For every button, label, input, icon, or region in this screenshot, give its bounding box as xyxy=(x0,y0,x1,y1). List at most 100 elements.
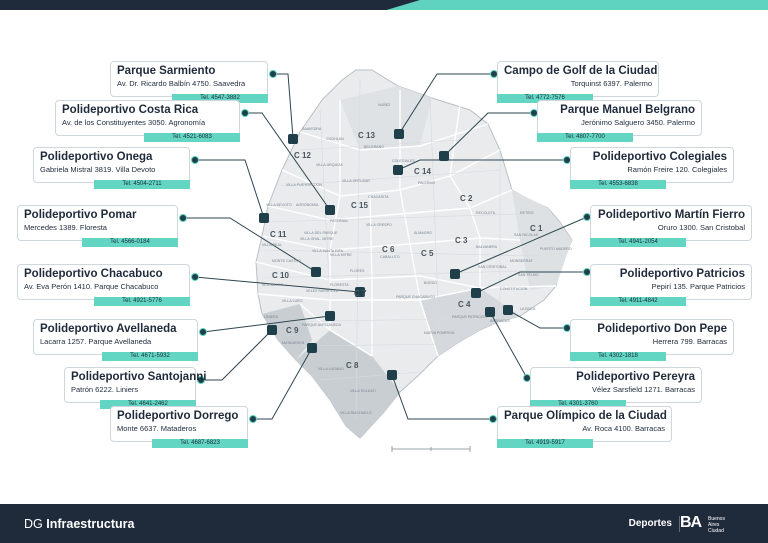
venue-card-patricios[interactable]: Polideportivo Patricios Pepirí 135. Parq… xyxy=(590,264,752,306)
neighborhood-label: NUEVA POMPEYA xyxy=(424,331,455,335)
venue-card-parque-olimpico[interactable]: Parque Olímpico de la Ciudad Av. Roca 41… xyxy=(497,406,672,448)
venue-name: Campo de Golf de la Ciudad xyxy=(504,65,658,77)
footer-bar: DG Infraestructura Deportes BA Buenos Ai… xyxy=(0,504,768,543)
neighborhood-label: ALMAGRO xyxy=(414,231,432,235)
commune-label: C 1 xyxy=(530,224,543,233)
venue-phone: Tel. 4553-6838 xyxy=(570,180,666,189)
neighborhood-label: NUÑEZ xyxy=(378,102,391,107)
venue-address: Ramón Freire 120. Colegiales xyxy=(627,165,727,174)
venue-card-pomar[interactable]: Polideportivo Pomar Mercedes 1389. Flore… xyxy=(17,205,178,247)
venue-card-campo-golf[interactable]: Campo de Golf de la Ciudad Torquinst 639… xyxy=(497,61,659,103)
venue-name: Polideportivo Pomar xyxy=(24,209,137,221)
footer-section-label: Deportes xyxy=(628,518,672,529)
venue-phone: Tel. 4772-7576 xyxy=(497,94,593,103)
venue-address: Vélez Sarsfield 1271. Barracas xyxy=(592,385,695,394)
venue-name: Polideportivo Colegiales xyxy=(592,151,727,163)
neighborhood-label: PARQUE PATRICIOS xyxy=(452,315,487,319)
neighborhood-label: RETIRO xyxy=(520,211,534,215)
ba-logo-text: Buenos Aires Ciudad xyxy=(708,516,725,534)
connector-dot xyxy=(241,109,249,117)
commune-label: C 9 xyxy=(286,326,299,335)
venue-name: Polideportivo Costa Rica xyxy=(62,104,199,116)
commune-c1-shade xyxy=(512,190,572,290)
venue-address: Av. de los Constituyentes 3050. Agronomí… xyxy=(62,118,206,127)
commune-label: C 8 xyxy=(346,361,359,370)
neighborhood-label: PUERTO MADERO xyxy=(540,247,572,251)
commune-label: C 7 xyxy=(354,289,367,298)
neighborhood-label: VILLA MITRE xyxy=(330,253,352,257)
venue-card-pereyra[interactable]: Polideportivo Pereyra Vélez Sarsfield 12… xyxy=(530,367,702,409)
marker-pomar xyxy=(311,267,321,277)
neighborhood-label: VILLA SANTA RITA xyxy=(312,249,344,253)
marker-colegiales xyxy=(393,165,403,175)
venue-address: Jerónimo Salguero 3450. Palermo xyxy=(581,118,695,127)
connector-dot xyxy=(197,376,205,384)
venue-address: Oruro 1300. San Cristobal xyxy=(657,223,745,232)
venue-card-don-pepe[interactable]: Polideportivo Don Pepe Herrera 799. Barr… xyxy=(570,319,734,361)
venue-card-martin-fierro[interactable]: Polideportivo Martín Fierro Oruro 1300. … xyxy=(590,205,752,247)
venue-name: Polideportivo Chacabuco xyxy=(24,268,163,280)
commune-c8-shade xyxy=(296,330,400,438)
neighborhood-label: MATADEROS xyxy=(282,341,305,345)
venue-phone: Tel. 4921-5776 xyxy=(94,297,190,306)
neighborhood-label: VILLA LUGANO xyxy=(318,367,344,371)
neighborhood-label: COGHLAN xyxy=(326,137,344,141)
scale-bar xyxy=(391,446,471,452)
marker-martin-fierro xyxy=(450,269,460,279)
venue-phone: Tel. 4911-4842 xyxy=(590,297,686,306)
neighborhood-label: BOEDO xyxy=(424,281,437,285)
neighborhood-label: VILLA CRESPO xyxy=(366,223,392,227)
marker-costa-rica xyxy=(325,205,335,215)
venue-address: Torquinst 6397. Palermo xyxy=(570,79,652,88)
venue-card-parque-sarmiento[interactable]: Parque Sarmiento Av. Dr. Ricardo Balbín … xyxy=(110,61,268,103)
neighborhood-label: PARQUE CHACABUCO xyxy=(396,295,435,299)
venue-card-dorrego[interactable]: Polideportivo Dorrego Monte 6637. Matade… xyxy=(110,406,248,448)
connector-dot xyxy=(179,214,187,222)
neighborhood-label: VILLA RIACHUELO xyxy=(340,411,372,415)
neighborhood-label: VILLA PUEYRREDON xyxy=(286,183,322,187)
marker-dorrego xyxy=(307,343,317,353)
venue-card-onega[interactable]: Polideportivo Onega Gabriela Mistral 381… xyxy=(33,147,190,189)
venue-phone: Tel. 4301-3760 xyxy=(530,400,626,409)
marker-chacabuco xyxy=(355,287,365,297)
neighborhood-label: RECOLETA xyxy=(476,211,496,215)
neighborhood-label: VILLA LURO xyxy=(282,299,303,303)
venue-phone: Tel. 4807-7700 xyxy=(537,133,633,142)
ba-logo-line: Ciudad xyxy=(708,528,724,534)
commune-label: C 11 xyxy=(270,230,287,239)
venue-name: Polideportivo Patricios xyxy=(619,268,745,280)
connector-lines xyxy=(183,73,588,420)
venue-card-colegiales[interactable]: Polideportivo Colegiales Ramón Freire 12… xyxy=(570,147,734,189)
venue-phone: Tel. 4504-2711 xyxy=(94,180,190,189)
marker-don-pepe xyxy=(503,305,513,315)
venue-address: Pepirí 135. Parque Patricios xyxy=(651,282,745,291)
marker-patricios xyxy=(471,288,481,298)
venue-card-parque-belgrano[interactable]: Parque Manuel Belgrano Jerónimo Salguero… xyxy=(537,100,702,142)
neighborhood-label: SAAVEDRA xyxy=(302,127,322,131)
neighborhood-label: VILLA REAL xyxy=(262,243,282,247)
venue-name: Polideportivo Dorrego xyxy=(117,410,239,422)
commune-label: C 6 xyxy=(382,245,395,254)
commune-label: C 2 xyxy=(460,194,473,203)
venue-card-costa-rica[interactable]: Polideportivo Costa Rica Av. de los Cons… xyxy=(55,100,240,142)
neighborhood-label: FLORESTA xyxy=(330,283,349,287)
commune-label: C 13 xyxy=(358,131,375,140)
neighborhood-label: MONTE CASTRO xyxy=(272,259,301,263)
neighborhood-label: BELGRANO xyxy=(364,145,384,149)
connector-dot xyxy=(191,273,199,281)
venue-address: Patrón 6222. Liniers xyxy=(71,385,139,394)
venue-card-santojanni[interactable]: Polideportivo Santojanni Patrón 6222. Li… xyxy=(64,367,207,409)
commune-c4-shade xyxy=(420,288,520,356)
neighborhood-label: SAN TELMO xyxy=(518,273,539,277)
venue-card-chacabuco[interactable]: Polideportivo Chacabuco Av. Eva Perón 14… xyxy=(17,264,190,306)
marker-belgrano xyxy=(439,151,449,161)
venue-name: Polideportivo Santojanni xyxy=(71,371,207,383)
marker-avellaneda xyxy=(325,311,335,321)
venue-phone: Tel. 4687-6823 xyxy=(152,439,248,448)
marker-golf xyxy=(394,129,404,139)
neighborhood-label: AGRONOMIA xyxy=(296,203,319,207)
venue-name: Parque Sarmiento xyxy=(117,65,216,77)
neighborhood-label: CABALLITO xyxy=(380,255,400,259)
venue-card-avellaneda[interactable]: Polideportivo Avellaneda Lacarra 1257. P… xyxy=(33,319,198,361)
